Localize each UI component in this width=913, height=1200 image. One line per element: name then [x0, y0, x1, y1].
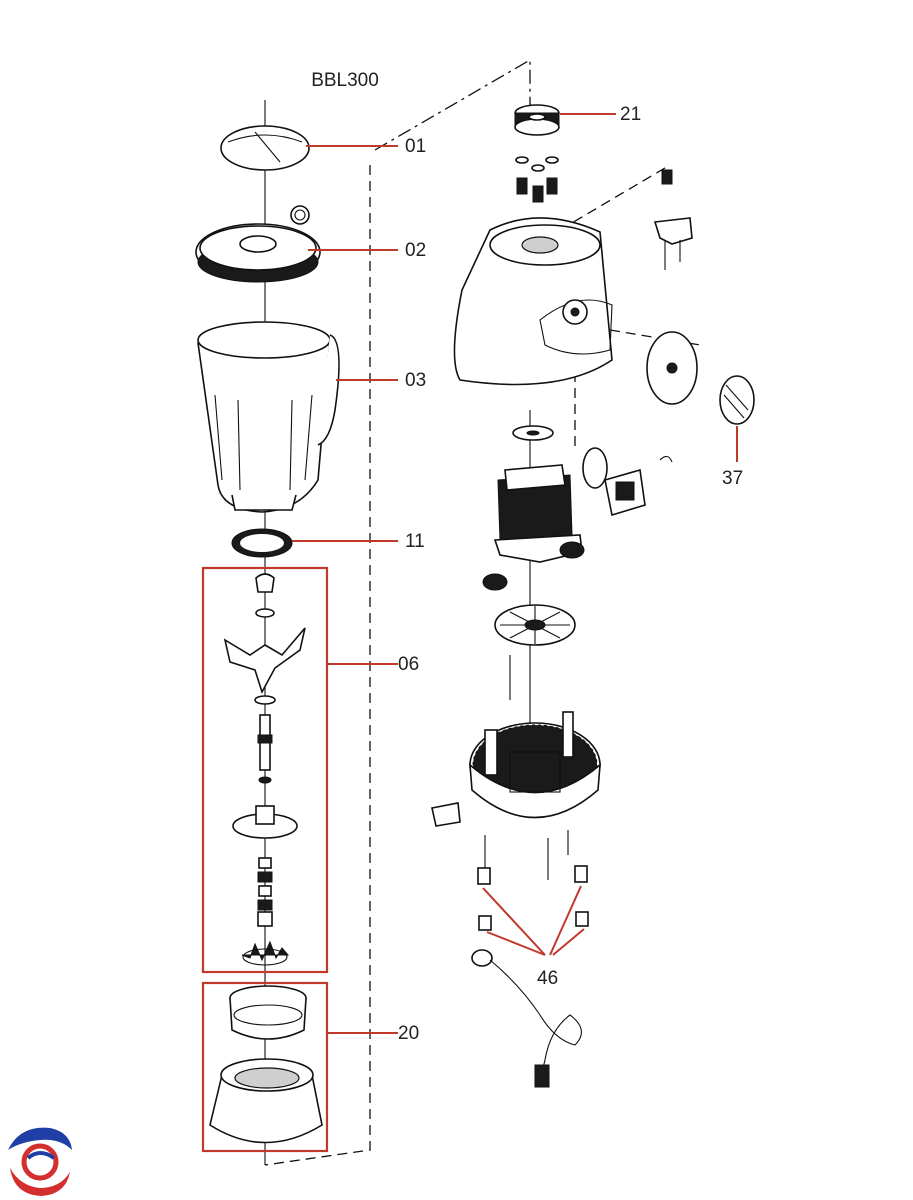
part-motor-base[interactable] — [431, 711, 601, 827]
callout-03: 03 — [405, 370, 426, 391]
brand-logo-icon — [6, 1127, 72, 1196]
callout-21: 21 — [620, 104, 641, 125]
part-blade-assembly[interactable] — [223, 573, 306, 966]
part-cooling-fan[interactable] — [494, 604, 576, 646]
jar-base-highlight — [201, 981, 329, 1153]
part-lid-cap[interactable] — [220, 125, 310, 171]
part-lid[interactable] — [195, 205, 321, 283]
part-jar[interactable] — [197, 321, 340, 513]
callout-11: 11 — [405, 531, 425, 552]
blade-assembly-highlight — [201, 566, 329, 974]
callout-leaders — [292, 113, 738, 1034]
callout-06: 06 — [398, 654, 419, 675]
assembly-guide-lines — [264, 58, 701, 1166]
callout-37: 37 — [722, 468, 743, 489]
part-switch-bracket[interactable] — [653, 169, 693, 270]
part-base-feet[interactable] — [471, 830, 589, 967]
callout-46: 46 — [537, 968, 558, 989]
part-power-cord[interactable] — [489, 959, 582, 1088]
callout-20: 20 — [398, 1023, 419, 1044]
part-jar-base[interactable] — [209, 985, 323, 1144]
model-title: BBL300 — [311, 70, 379, 91]
part-motor[interactable] — [482, 425, 585, 591]
part-motor-housing[interactable] — [453, 217, 613, 386]
part-switch-board[interactable] — [604, 455, 673, 517]
part-control-knob[interactable] — [719, 375, 755, 425]
part-speed-plate[interactable] — [646, 331, 698, 405]
part-sealing-ring[interactable] — [231, 528, 293, 558]
part-switch-disc[interactable] — [582, 447, 608, 489]
callout-01: 01 — [405, 136, 426, 157]
part-drive-coupling[interactable] — [514, 104, 560, 203]
callout-02: 02 — [405, 240, 426, 261]
